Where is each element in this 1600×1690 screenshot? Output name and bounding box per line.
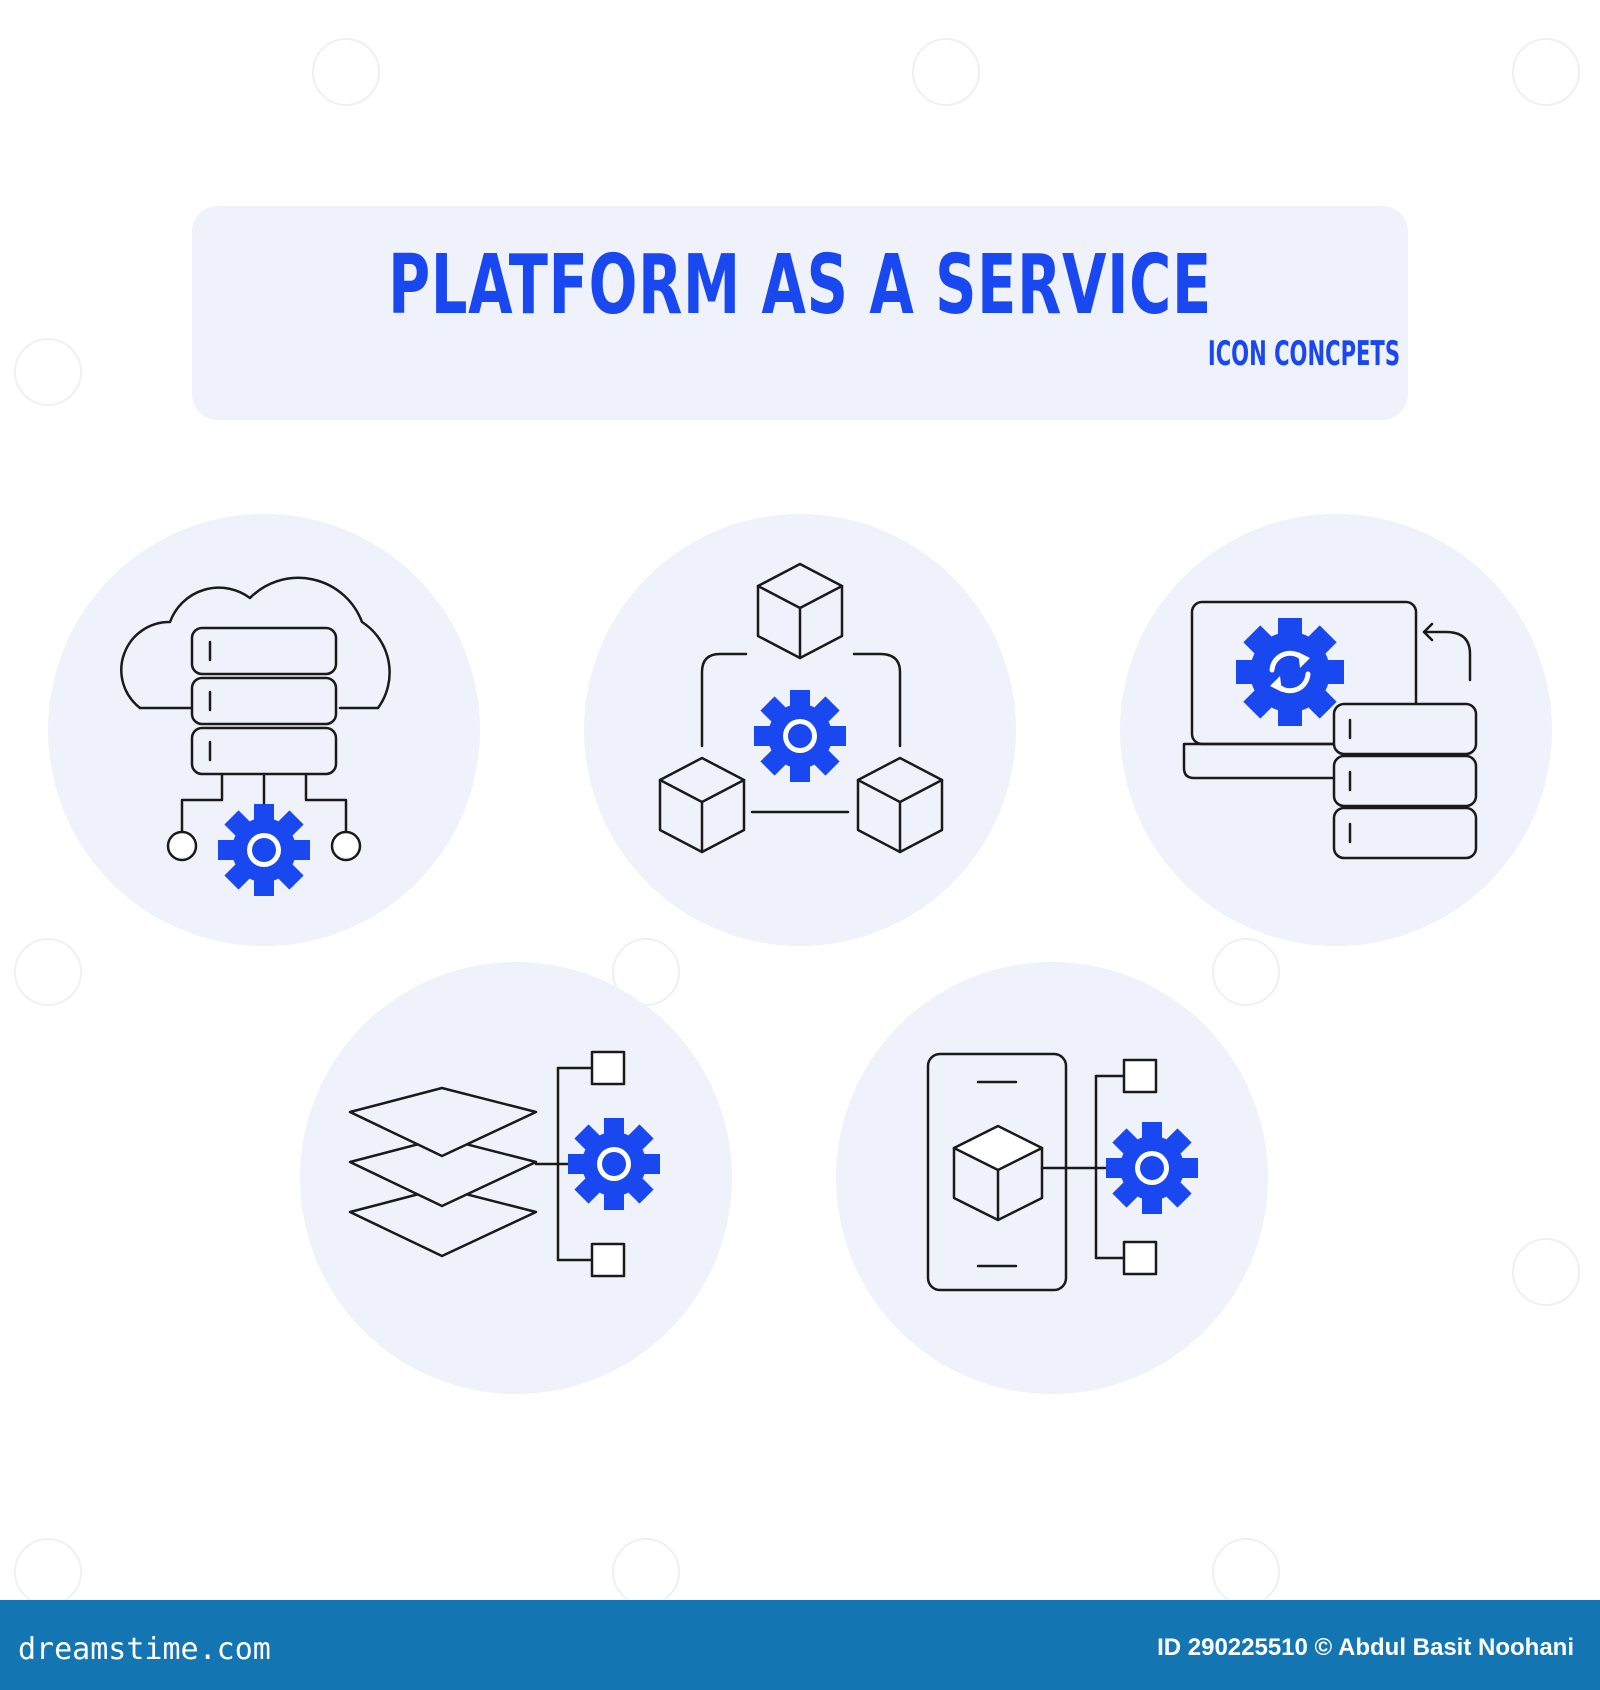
page-subtitle: ICON CONCPETS [1207, 334, 1400, 374]
layers-flow-gear-icon [348, 1050, 660, 1278]
watermark-ring [1212, 938, 1280, 1006]
connected-cubes-gear-icon [658, 562, 944, 854]
watermark-ring [1212, 1538, 1280, 1606]
watermark-ring [912, 38, 980, 106]
cloud-server-gear-icon [120, 576, 391, 896]
watermark-ring [1512, 1238, 1580, 1306]
laptop-database-sync-icon [1182, 600, 1478, 860]
watermark-ring [312, 38, 380, 106]
footer-credit: ID 290225510 © Abdul Basit Noohani [1157, 1634, 1574, 1661]
watermark-ring [1512, 38, 1580, 106]
footer-brand: dreamstime.com [18, 1632, 271, 1667]
title-panel [192, 206, 1408, 420]
mobile-cube-gear-icon [926, 1052, 1198, 1292]
page-title: PLATFORM AS A SERVICE [388, 238, 1212, 333]
watermark-ring [14, 1538, 82, 1606]
watermark-ring [14, 338, 82, 406]
icon-circle-4 [300, 962, 732, 1394]
watermark-ring [612, 1538, 680, 1606]
footer-bar [0, 1600, 1600, 1690]
watermark-ring [14, 938, 82, 1006]
